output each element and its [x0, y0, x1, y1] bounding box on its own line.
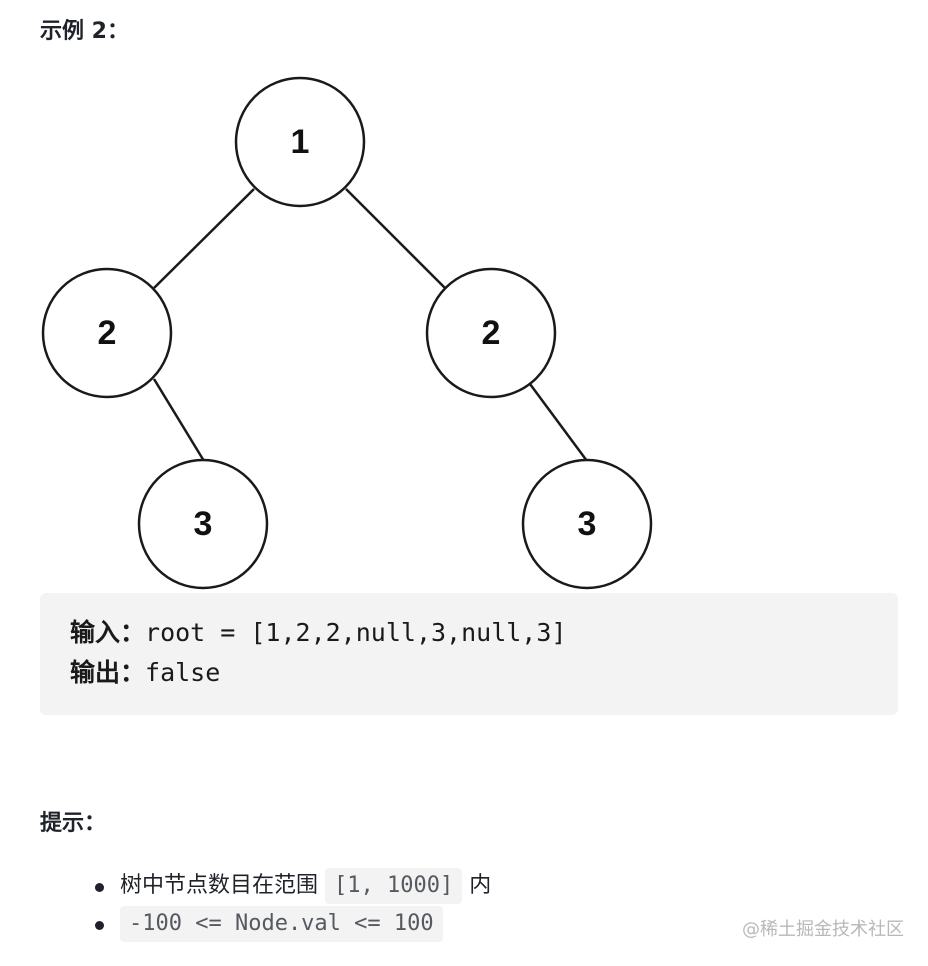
bullet-icon: [95, 883, 104, 892]
constraint-list: 树中节点数目在范围 [1, 1000] 内 -100 <= Node.val <…: [90, 866, 491, 942]
constraint-item: -100 <= Node.val <= 100: [90, 904, 491, 942]
output-value: false: [145, 658, 221, 687]
inline-code: -100 <= Node.val <= 100: [120, 906, 443, 942]
bullet-icon: [95, 921, 104, 930]
tree-node: 3: [137, 458, 269, 590]
input-value: root = [1,2,2,null,3,null,3]: [145, 618, 567, 647]
tree-node-value: 2: [482, 314, 501, 352]
output-label: 输出：: [70, 658, 146, 687]
tree-node: 2: [425, 267, 557, 399]
input-label: 输入：: [70, 618, 146, 647]
tree-node-value: 2: [98, 314, 117, 352]
hints-heading: 提示：: [40, 811, 107, 836]
tree-node-value: 1: [291, 123, 310, 161]
tree-edge: [153, 188, 255, 289]
input-line: 输入：root = [1,2,2,null,3,null,3]: [70, 613, 868, 653]
output-line: 输出：false: [70, 653, 868, 693]
constraint-item: 树中节点数目在范围 [1, 1000] 内: [90, 866, 491, 904]
tree-node: 3: [521, 458, 653, 590]
inline-code: [1, 1000]: [325, 868, 463, 904]
tree-node: 1: [234, 76, 366, 208]
example-heading: 示例 2：: [40, 19, 129, 44]
tree-edge: [152, 378, 206, 462]
tree-node-value: 3: [194, 505, 213, 543]
tree-node-value: 3: [578, 505, 597, 543]
tree-edge: [345, 188, 446, 289]
watermark: @稀土掘金技术社区: [742, 919, 904, 940]
binary-tree-diagram: 1 2 2 3 3: [41, 76, 653, 590]
example-io-block: 输入：root = [1,2,2,null,3,null,3] 输出：false: [40, 593, 898, 715]
constraint-text: 树中节点数目在范围: [120, 873, 325, 898]
constraint-text: 内: [462, 873, 492, 898]
tree-node: 2: [41, 267, 173, 399]
tree-edge: [528, 383, 589, 462]
